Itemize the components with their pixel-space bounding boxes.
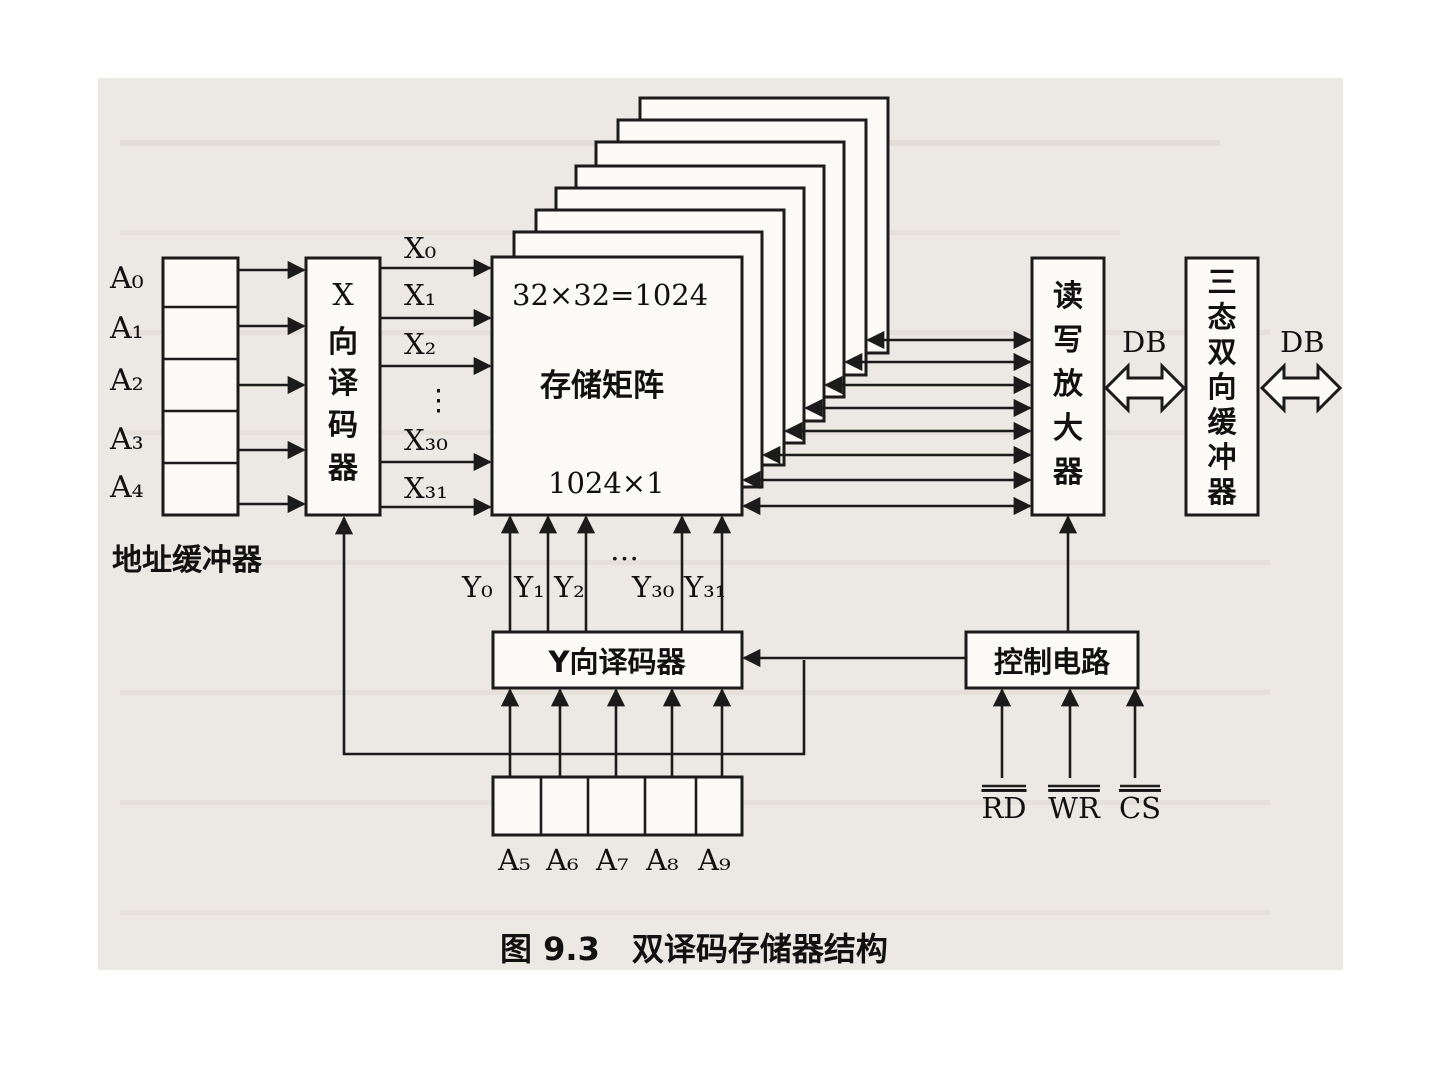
address-input-a0: A₀ bbox=[109, 261, 144, 296]
y-address-input-a7: A₇ bbox=[595, 843, 629, 877]
x-line-label-x0: X₀ bbox=[404, 231, 436, 265]
x-decoder-char-5: 器 bbox=[327, 451, 359, 486]
x-decoder-label: X 向 译 码 器 bbox=[327, 278, 359, 486]
db-bus-arrow-inner bbox=[1103, 362, 1187, 414]
address-input-a2: A₂ bbox=[109, 363, 144, 398]
control-input-wr: WR bbox=[1048, 791, 1101, 825]
x-decoder-char-3: 译 bbox=[328, 366, 359, 401]
y-decoder-label: Y向译码器 bbox=[548, 645, 687, 679]
address-input-a4: A₄ bbox=[109, 470, 144, 505]
matrix-plane-1 bbox=[490, 255, 744, 517]
control-input-arrows bbox=[992, 688, 1145, 778]
tristate-char-2: 态 bbox=[1207, 300, 1236, 334]
y-address-buffer bbox=[491, 775, 744, 837]
rw-amp-char-1: 读 bbox=[1053, 279, 1083, 314]
y-line-label-y30: Y₃₀ bbox=[631, 570, 674, 604]
matrix-organization: 1024×1 bbox=[548, 466, 665, 500]
rw-amp-char-3: 放 bbox=[1052, 367, 1084, 402]
address-buffer bbox=[161, 256, 240, 517]
read-write-amplifier-box bbox=[1030, 256, 1106, 517]
matrix-to-amplifier-lines bbox=[742, 330, 1032, 516]
x-line-label-x31: X₃₁ bbox=[404, 471, 448, 505]
x-line-arrows bbox=[380, 258, 492, 517]
x-line-label-x2: X₂ bbox=[404, 327, 436, 361]
buffer-to-x-decoder-arrows bbox=[238, 260, 306, 514]
x-decoder-char-2: 向 bbox=[328, 325, 358, 360]
figure-caption: 图 9.3 双译码存储器结构 bbox=[500, 930, 888, 968]
y-line-labels: Y₀ Y₁ Y₂ … Y₃₀ Y₃₁ bbox=[461, 533, 726, 604]
y-address-input-a6: A₆ bbox=[545, 843, 579, 877]
y-line-label-y0: Y₀ bbox=[461, 570, 493, 604]
rw-amp-char-2: 写 bbox=[1053, 323, 1083, 358]
storage-matrix-stack bbox=[490, 96, 890, 517]
tristate-buffer-box bbox=[1184, 256, 1260, 517]
y-line-arrows bbox=[500, 515, 732, 632]
enable-bus-lines bbox=[334, 516, 806, 756]
address-input-labels: A₀ A₁ A₂ A₃ A₄ bbox=[109, 261, 144, 505]
control-circuit-box bbox=[964, 630, 1140, 690]
x-line-labels: X₀ X₁ X₂ ⋮ X₃₀ X₃₁ bbox=[404, 231, 453, 505]
y-address-input-a5: A₅ bbox=[497, 843, 531, 877]
tristate-char-6: 冲 bbox=[1207, 440, 1236, 474]
rw-amp-char-4: 大 bbox=[1053, 411, 1083, 446]
x-decoder-char-1: X bbox=[332, 278, 354, 313]
tristate-buffer-label: 三 态 双 向 缓 冲 器 bbox=[1206, 265, 1237, 509]
control-circuit-label: 控制电路 bbox=[994, 645, 1111, 679]
tristate-char-4: 向 bbox=[1207, 370, 1236, 404]
tristate-char-5: 缓 bbox=[1207, 405, 1237, 439]
x-decoder-char-4: 码 bbox=[328, 408, 358, 443]
read-write-amplifier-label: 读 写 放 大 器 bbox=[1052, 279, 1084, 490]
y-line-label-ellipsis: … bbox=[610, 533, 639, 567]
y-line-label-y1: Y₁ bbox=[513, 570, 545, 604]
control-input-labels: RD WR CS bbox=[981, 791, 1161, 825]
y-address-input-labels: A₅ A₆ A₇ A₈ A₉ bbox=[497, 843, 731, 877]
y-address-input-a8: A₈ bbox=[645, 843, 679, 877]
tristate-char-3: 双 bbox=[1207, 335, 1236, 369]
address-buffer-label: 地址缓冲器 bbox=[112, 543, 263, 578]
y-line-label-y2: Y₂ bbox=[553, 570, 585, 604]
db-label-inner: DB bbox=[1122, 325, 1167, 359]
db-label-outer: DB bbox=[1280, 325, 1325, 359]
address-input-a3: A₃ bbox=[109, 422, 144, 457]
matrix-size-text: 32×32=1024 bbox=[512, 278, 708, 312]
tristate-char-1: 三 bbox=[1207, 265, 1236, 299]
y-buffer-to-decoder-arrows bbox=[500, 688, 732, 777]
address-input-a1: A₁ bbox=[109, 311, 144, 346]
y-line-label-y31: Y₃₁ bbox=[683, 570, 726, 604]
y-address-input-a9: A₉ bbox=[697, 843, 731, 877]
x-line-label-ellipsis: ⋮ bbox=[424, 383, 453, 417]
x-line-label-x30: X₃₀ bbox=[404, 423, 448, 457]
control-input-cs: CS bbox=[1119, 791, 1161, 825]
x-decoder-box bbox=[304, 256, 382, 517]
rw-amp-char-5: 器 bbox=[1052, 455, 1084, 490]
y-decoder-box bbox=[491, 630, 744, 690]
tristate-char-7: 器 bbox=[1206, 475, 1237, 509]
db-bus-arrow-outer bbox=[1259, 362, 1343, 414]
control-input-rd: RD bbox=[981, 791, 1026, 825]
matrix-name: 存储矩阵 bbox=[540, 368, 664, 404]
x-line-label-x1: X₁ bbox=[404, 278, 436, 312]
